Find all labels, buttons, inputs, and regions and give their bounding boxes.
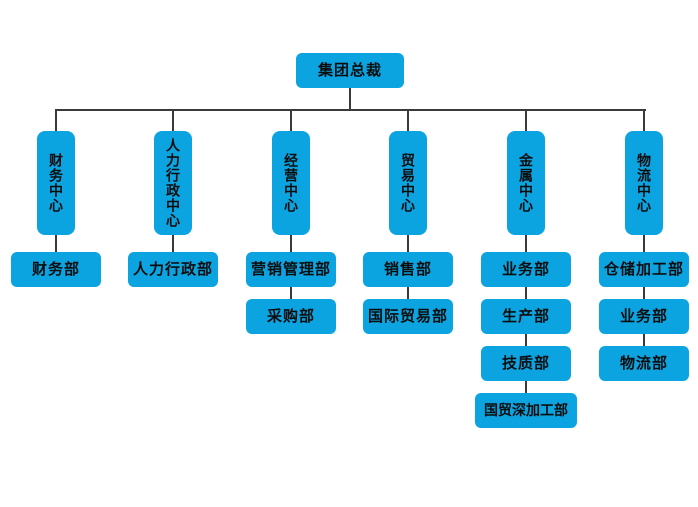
org-node-trade-center[interactable]: 贸易中心 xyxy=(389,131,427,235)
org-node-intl-trade-deep-processing-dept[interactable]: 国贸深加工部 xyxy=(475,393,577,428)
connector-horizontal-bar xyxy=(55,109,646,111)
org-node-business-dept-metals[interactable]: 业务部 xyxy=(481,252,571,287)
org-node-finance-center[interactable]: 财务中心 xyxy=(37,131,75,235)
connector-root-stem xyxy=(349,86,351,110)
org-node-metals-center[interactable]: 金属中心 xyxy=(507,131,545,235)
org-node-business-dept-logistics[interactable]: 业务部 xyxy=(599,299,689,334)
org-node-finance-dept[interactable]: 财务部 xyxy=(11,252,101,287)
org-node-warehouse-processing-dept[interactable]: 仓储加工部 xyxy=(599,252,689,287)
org-node-purchasing-dept[interactable]: 采购部 xyxy=(246,299,336,334)
org-node-logistics-center[interactable]: 物流中心 xyxy=(625,131,663,235)
org-node-tech-quality-dept[interactable]: 技质部 xyxy=(481,346,571,381)
org-node-operations-center[interactable]: 经营中心 xyxy=(272,131,310,235)
org-node-sales-dept[interactable]: 销售部 xyxy=(363,252,453,287)
org-node-logistics-dept[interactable]: 物流部 xyxy=(599,346,689,381)
org-node-marketing-mgmt-dept[interactable]: 营销管理部 xyxy=(246,252,336,287)
org-node-production-dept[interactable]: 生产部 xyxy=(481,299,571,334)
org-node-intl-trade-dept[interactable]: 国际贸易部 xyxy=(363,299,453,334)
org-node-hr-admin-dept[interactable]: 人力行政部 xyxy=(128,252,218,287)
org-node-hr-admin-center[interactable]: 人力行政中心 xyxy=(154,131,192,235)
org-node-group-president[interactable]: 集团总裁 xyxy=(296,53,404,88)
